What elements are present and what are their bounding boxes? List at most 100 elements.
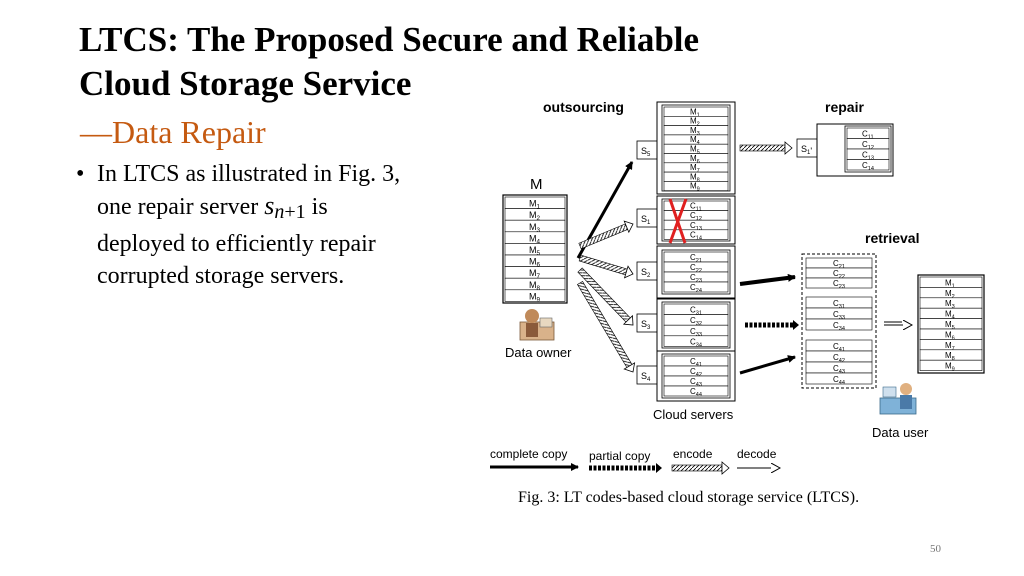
block-glyph: C13 [862, 151, 874, 162]
math-sub-rest: +1 [284, 201, 306, 223]
block-glyph: C23 [833, 279, 845, 290]
block-glyph: M1 [690, 107, 700, 118]
block-glyph: C34 [690, 337, 702, 348]
block-glyph: C13 [690, 221, 702, 232]
data-owner-icon [519, 309, 555, 341]
slide-title-line1: LTCS: The Proposed Secure and Reliable [79, 20, 700, 59]
bullet-line2: one repair server sn+1 is [76, 190, 496, 228]
block-glyph: M1 [529, 199, 541, 211]
block-glyph: C31 [690, 306, 702, 317]
block-glyph: C12 [862, 140, 874, 151]
data-user-icon [879, 383, 917, 415]
block-glyph: M6 [690, 154, 700, 165]
block-glyph: M4 [690, 135, 700, 146]
block-glyph: C12 [690, 211, 702, 222]
bullet-line2-pre: one repair server [97, 194, 265, 220]
block-glyph: C14 [690, 230, 702, 241]
math-sub-n: n [274, 201, 285, 223]
svg-text:S5: S5 [641, 146, 651, 158]
block-glyph: M8 [690, 172, 700, 183]
block-glyph: M2 [529, 210, 541, 222]
legend: complete copy partial copy encode decode [490, 447, 780, 475]
block-glyph: C43 [833, 364, 845, 375]
corrupted-x-mark [668, 198, 688, 244]
arrow-s2-retrieval [739, 273, 796, 286]
block-glyph: C32 [690, 316, 702, 327]
block-glyph: C41 [690, 357, 702, 368]
block-glyph: C44 [690, 387, 702, 398]
block-glyph: C21 [833, 259, 845, 270]
block-glyph: M9 [529, 291, 541, 303]
bullet-marker: • [76, 161, 85, 187]
block-glyph: M2 [690, 117, 700, 128]
block-glyph: C41 [833, 342, 845, 353]
label-data-owner: Data owner [505, 345, 572, 360]
bullet-line3: deployed to efficiently repair [97, 231, 376, 257]
arrow-s4-retrieval [739, 355, 796, 375]
block-glyph: C22 [833, 269, 845, 280]
arrow-partial-copy-s3-head [793, 320, 799, 330]
block-glyph: M5 [690, 145, 700, 156]
block-glyph: M7 [945, 341, 955, 352]
encode-arrow [578, 220, 634, 250]
block-glyph: C11 [690, 202, 702, 213]
block-glyph: C33 [690, 327, 702, 338]
block-glyph: M8 [945, 351, 955, 362]
encode-arrow [577, 267, 634, 326]
slide-title: LTCS: The Proposed Secure and Reliable C… [79, 18, 699, 106]
block-glyph: C14 [862, 161, 874, 172]
svg-text:S2: S2 [641, 267, 651, 279]
svg-text:S3: S3 [641, 319, 651, 331]
label-retrieval: retrieval [865, 230, 919, 246]
block-glyph: C31 [833, 299, 845, 310]
block-glyph: M3 [529, 222, 541, 234]
block-glyph: M6 [945, 330, 955, 341]
encode-arrow [578, 254, 634, 279]
svg-text:S1': S1' [801, 144, 812, 156]
block-glyph: M9 [690, 182, 700, 193]
svg-text:S4: S4 [641, 371, 651, 383]
block-glyph: C24 [690, 283, 702, 294]
block-glyph: C33 [833, 310, 845, 321]
block-glyph: M5 [945, 320, 955, 331]
encode-arrow [739, 141, 793, 155]
block-glyph: M6 [529, 257, 541, 269]
block-glyph: M3 [945, 299, 955, 310]
block-glyph: C43 [690, 377, 702, 388]
block-glyph: C34 [833, 321, 845, 332]
label-M: M [530, 176, 543, 193]
block-glyph: M8 [529, 280, 541, 292]
legend-partial-copy: partial copy [589, 449, 650, 463]
block-glyph: M3 [690, 126, 700, 137]
slide-title-line2: Cloud Storage Service [79, 64, 412, 103]
math-repair-server: sn+1 [264, 191, 306, 223]
block-glyph: C44 [833, 375, 845, 386]
block-glyph: C23 [690, 273, 702, 284]
block-glyph: M4 [529, 233, 541, 245]
block-glyph: M5 [529, 245, 541, 257]
block-glyph: C11 [862, 130, 874, 141]
bullet-line1: In LTCS as illustrated in Fig. 3, [97, 161, 401, 187]
math-base: s [264, 191, 275, 220]
label-repair: repair [825, 99, 864, 115]
legend-encode: encode [673, 447, 713, 461]
bullet-line4: corrupted storage servers. [97, 263, 345, 289]
block-glyph: C21 [690, 253, 702, 264]
encode-arrow [577, 281, 636, 373]
block-glyph: M1 [945, 278, 955, 289]
encode-arrows [577, 141, 793, 373]
block-glyph: M4 [945, 310, 955, 321]
label-outsourcing: outsourcing [543, 99, 624, 115]
svg-text:S1: S1 [641, 214, 651, 226]
block-glyph: C42 [833, 353, 845, 364]
